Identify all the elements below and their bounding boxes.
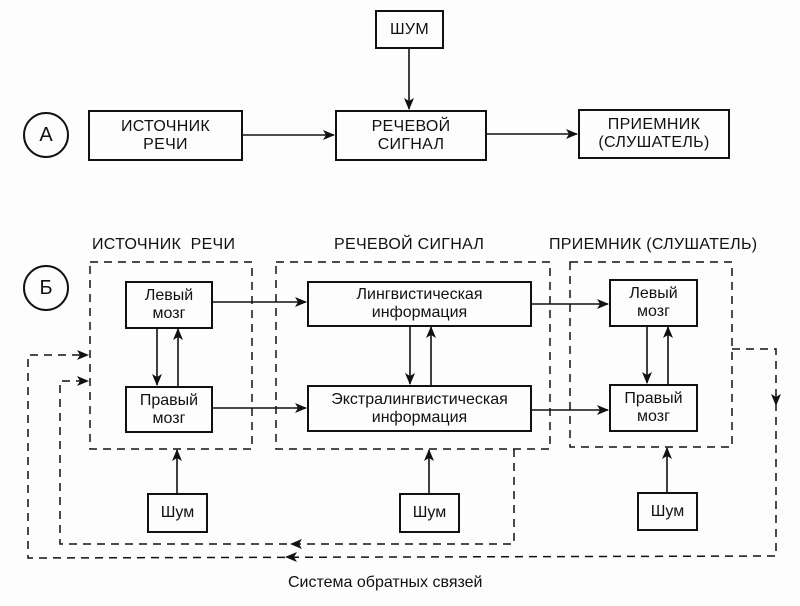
source-label-line2: РЕЧИ <box>143 135 188 153</box>
group-title-signal: РЕЧЕВОЙ СИГНАЛ <box>334 236 485 253</box>
receiver-left-brain-box: Левый мозг <box>609 279 698 327</box>
source-right-brain-box: Правый мозг <box>125 386 213 433</box>
noise-box-a: ШУМ <box>375 10 444 49</box>
feedback-arrow-inner-entry <box>77 376 89 386</box>
receiver-label-line2: (СЛУШАТЕЛЬ) <box>598 134 710 151</box>
signal-box-a: РЕЧЕВОЙ СИГНАЛ <box>335 110 487 161</box>
noise-box-source: Шум <box>147 493 208 533</box>
feedback-loop-outer <box>27 348 777 559</box>
group-title-source: ИСТОЧНИК РЕЧИ <box>92 236 236 253</box>
noise-label: ШУМ <box>389 20 430 38</box>
group-receiver-frame <box>569 261 733 448</box>
source-left-brain-box: Левый мозг <box>125 281 213 329</box>
receiver-right-brain-box: Правый мозг <box>609 384 698 432</box>
group-source-frame <box>89 261 253 450</box>
feedback-arrow-right-down <box>771 394 781 406</box>
extralinguistic-info-box: Экстралингвистическая информация <box>307 385 532 432</box>
noise-box-signal: Шум <box>399 493 460 533</box>
noise-box-receiver: Шум <box>637 492 698 531</box>
source-box-a: ИСТОЧНИК РЕЧИ <box>88 110 243 161</box>
diagram-a-marker: А <box>23 112 69 158</box>
diagram-b-marker: Б <box>23 265 69 311</box>
linguistic-info-box: Лингвистическая информация <box>307 281 532 327</box>
receiver-box-a: ПРИЕМНИК (СЛУШАТЕЛЬ) <box>578 109 730 159</box>
feedback-loop-inner <box>59 380 515 545</box>
group-title-receiver: ПРИЕМНИК (СЛУШАТЕЛЬ) <box>549 236 758 253</box>
feedback-caption: Система обратных связей <box>288 574 483 591</box>
feedback-arrow-outer-left <box>285 552 297 562</box>
signal-label-line2: СИГНАЛ <box>377 135 445 153</box>
source-label-line1: ИСТОЧНИК <box>120 117 211 135</box>
receiver-label-line1: ПРИЕМНИК <box>607 116 701 134</box>
signal-label-line1: РЕЧЕВОЙ <box>371 117 451 135</box>
feedback-arrow-inner-left <box>290 539 302 549</box>
group-signal-frame <box>275 261 551 450</box>
feedback-arrow-outer-entry <box>77 350 89 360</box>
